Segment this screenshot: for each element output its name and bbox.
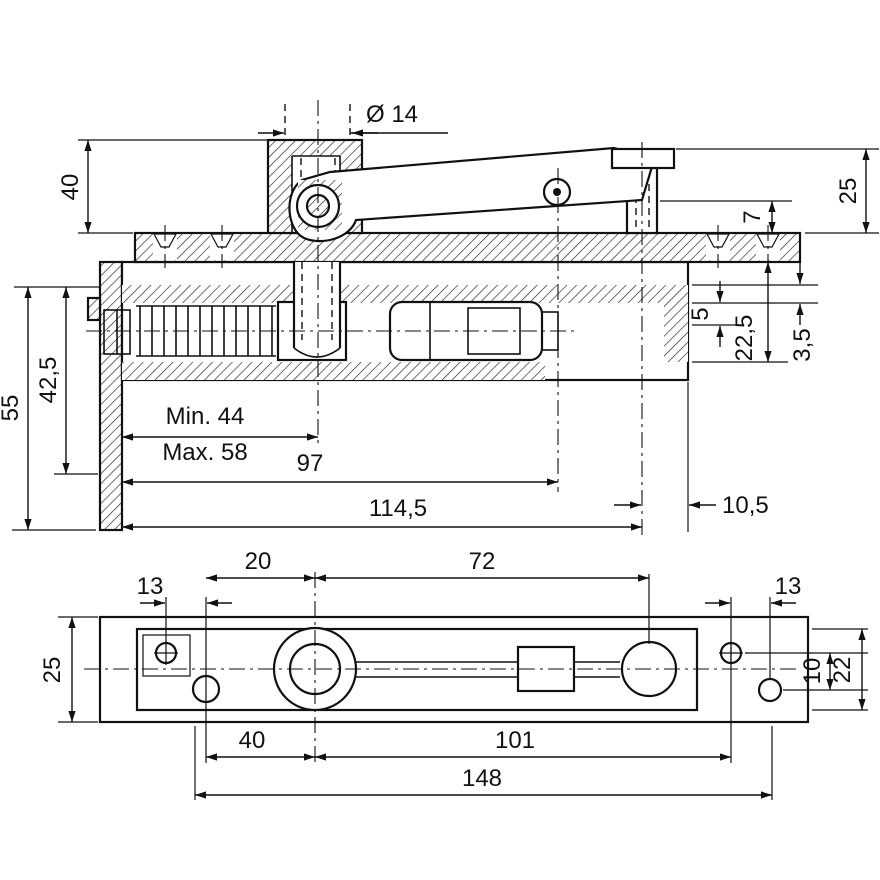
dim-101: 101 xyxy=(495,727,535,754)
dim-top-25: 25 xyxy=(835,178,862,205)
body-end-wall xyxy=(664,303,688,362)
dim-length-97: 97 xyxy=(297,450,324,477)
plan-dimension-lines xyxy=(68,574,866,799)
base-plate xyxy=(133,231,802,264)
dim-offset-7: 7 xyxy=(739,210,766,223)
slide-strip xyxy=(122,285,688,303)
dim-strip-3-5: 3,5 xyxy=(789,328,816,361)
side-section-view: Ø 14 40 55 42,5 25 7 5 22,5 3,5 Min. 44 … xyxy=(0,100,879,537)
dim-overall-depth-55: 55 xyxy=(0,395,24,422)
dim-13-left: 13 xyxy=(137,573,164,600)
body-bottom-wall xyxy=(122,362,545,380)
frame-bracket-lip xyxy=(86,296,102,322)
frame-bracket xyxy=(98,260,124,532)
dim-72: 72 xyxy=(469,548,496,575)
adjusting-screw xyxy=(103,309,131,355)
dim-13-right: 13 xyxy=(775,573,802,600)
plan-view: 13 20 72 13 25 10 22 40 101 148 xyxy=(39,548,868,800)
side-dimension-lines xyxy=(24,129,870,531)
plan-extension-lines xyxy=(58,574,868,800)
dim-min-44: Min. 44 xyxy=(166,403,245,430)
dim-offset-10: 10 xyxy=(799,658,826,685)
dim-max-58: Max. 58 xyxy=(162,439,247,466)
dim-spindle-diameter: Ø 14 xyxy=(366,101,418,128)
dim-40: 40 xyxy=(239,727,266,754)
dim-plate-length-148: 148 xyxy=(462,765,502,792)
dim-body-height-22-5: 22,5 xyxy=(731,315,758,362)
dim-plate-width-25: 25 xyxy=(39,657,66,684)
roller-fitting-top xyxy=(610,147,676,170)
dim-length-114-5: 114,5 xyxy=(369,495,427,522)
dim-gap-5: 5 xyxy=(687,307,714,320)
dim-arm-height-40: 40 xyxy=(57,174,84,201)
closer-arm xyxy=(288,146,656,243)
dim-body-depth-42-5: 42,5 xyxy=(35,357,62,404)
spindle-shaft xyxy=(292,262,342,358)
fixing-hole-left xyxy=(154,641,178,665)
dim-20: 20 xyxy=(245,548,272,575)
pivot-hole-right xyxy=(757,677,783,703)
arm-pivot-center xyxy=(553,188,561,196)
dim-end-10-5: 10,5 xyxy=(722,492,769,519)
dim-offset-22: 22 xyxy=(829,657,856,684)
